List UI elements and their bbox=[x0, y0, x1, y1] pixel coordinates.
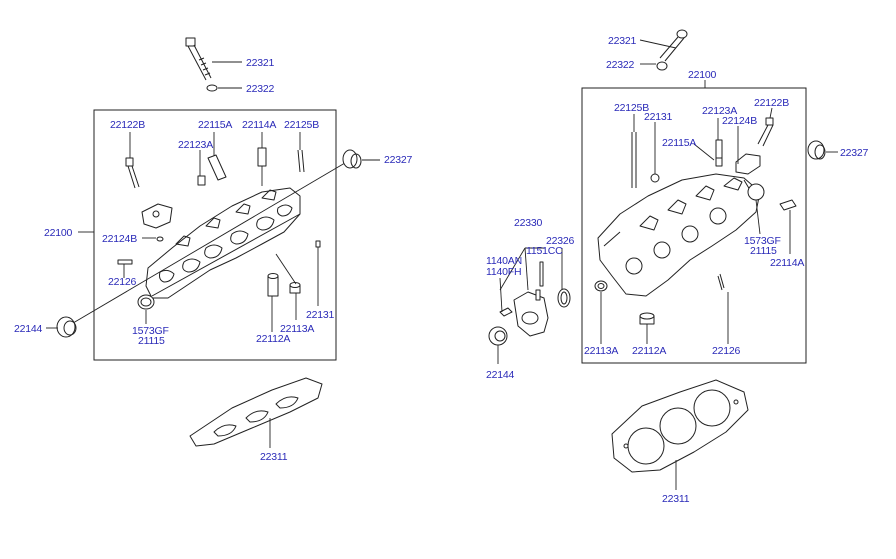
right-assembly-frame bbox=[581, 87, 807, 364]
stud-1151CC bbox=[539, 261, 544, 287]
left-cylinder-head bbox=[145, 187, 301, 299]
right-part-22131 bbox=[650, 173, 660, 183]
label-22326: 22326 bbox=[546, 235, 575, 247]
label-22100-right: 22100 bbox=[688, 69, 717, 81]
left-pin-22126 bbox=[117, 259, 133, 265]
left-bolt-22122B bbox=[125, 157, 140, 189]
right-part-22114A bbox=[779, 199, 797, 211]
left-part-22114A bbox=[257, 147, 267, 167]
left-part-22131 bbox=[315, 240, 321, 248]
left-part-22123A bbox=[197, 175, 206, 186]
label-22125B-right: 22125B bbox=[614, 102, 649, 114]
right-pin-22125B bbox=[631, 132, 637, 188]
label-1151CC: 1151CC bbox=[526, 245, 563, 257]
right-cylinder-head bbox=[597, 173, 761, 297]
water-outlet-22330 bbox=[513, 289, 549, 337]
label-22115A-right: 22115A bbox=[662, 137, 696, 149]
gasket-22326 bbox=[557, 288, 571, 308]
label-22311-right: 22311 bbox=[662, 493, 690, 505]
label-22131-right: 22131 bbox=[644, 111, 673, 123]
label-1573GF-right: 1573GF bbox=[744, 235, 781, 247]
label-22311-left: 22311 bbox=[260, 451, 288, 463]
left-assembly-frame bbox=[93, 109, 337, 361]
right-seal-22112A bbox=[639, 312, 655, 325]
right-bolt-22122B bbox=[757, 117, 774, 147]
right-plug-22327 bbox=[807, 140, 826, 160]
label-22322-right: 22322 bbox=[606, 59, 635, 71]
right-washer-22322 bbox=[656, 61, 668, 71]
label-1140FH: 1140FH bbox=[486, 266, 521, 278]
label-22100-left: 22100 bbox=[44, 227, 73, 239]
label-22114A-left: 22114A bbox=[242, 119, 276, 131]
label-1573GF-left: 1573GF bbox=[132, 325, 169, 337]
label-1140AN: 1140AN bbox=[486, 255, 522, 267]
label-22125B-left: 22125B bbox=[284, 119, 319, 131]
label-22321-left: 22321 bbox=[246, 57, 275, 69]
left-bolt-22321 bbox=[185, 37, 212, 81]
label-22144-left: 22144 bbox=[14, 323, 43, 335]
label-22327-left: 22327 bbox=[384, 154, 413, 166]
label-22330: 22330 bbox=[514, 217, 543, 229]
left-plug-22327 bbox=[342, 149, 362, 169]
label-22113A-left: 22113A bbox=[280, 323, 314, 335]
left-head-gasket-22311 bbox=[189, 377, 323, 447]
label-22126-left: 22126 bbox=[108, 276, 137, 288]
label-22144-right: 22144 bbox=[486, 369, 515, 381]
label-22115A-left: 22115A bbox=[198, 119, 232, 131]
label-22321-right: 22321 bbox=[608, 35, 637, 47]
label-22114A-right: 22114A bbox=[770, 257, 804, 269]
left-lifter-22115A bbox=[207, 154, 227, 181]
label-22123A-left: 22123A bbox=[178, 139, 213, 151]
label-21115-left: 21115 bbox=[138, 335, 165, 347]
right-bolt-22321 bbox=[659, 29, 688, 62]
right-bracket-22124B bbox=[735, 153, 761, 175]
right-part-22115A bbox=[715, 157, 723, 167]
label-21115-right: 21115 bbox=[750, 245, 777, 257]
label-22123A-right: 22123A bbox=[702, 105, 737, 117]
left-bracket-22124B bbox=[141, 203, 173, 229]
label-22126-right: 22126 bbox=[712, 345, 741, 357]
left-ring-1573GF bbox=[137, 294, 155, 310]
label-22327-right: 22327 bbox=[840, 147, 869, 159]
right-ring-1573GF bbox=[747, 183, 765, 201]
label-22322-left: 22322 bbox=[246, 83, 275, 95]
label-22112A-left: 22112A bbox=[256, 333, 290, 345]
right-seal-22144 bbox=[488, 326, 508, 346]
right-seal-22113A bbox=[594, 280, 608, 292]
right-pin-22126 bbox=[717, 273, 725, 291]
left-washer-22322 bbox=[206, 84, 218, 92]
left-pin-22125B bbox=[297, 149, 305, 173]
label-22131-left: 22131 bbox=[306, 309, 335, 321]
bolt-1140AN bbox=[499, 307, 513, 317]
left-seal-22144 bbox=[56, 316, 77, 338]
label-22113A-right: 22113A bbox=[584, 345, 618, 357]
label-22124B-left: 22124B bbox=[102, 233, 137, 245]
label-22122B-left: 22122B bbox=[110, 119, 145, 131]
right-head-gasket-22311 bbox=[611, 379, 749, 473]
label-22122B-right: 22122B bbox=[754, 97, 789, 109]
label-22112A-right: 22112A bbox=[632, 345, 666, 357]
label-22124B-right: 22124B bbox=[722, 115, 757, 127]
